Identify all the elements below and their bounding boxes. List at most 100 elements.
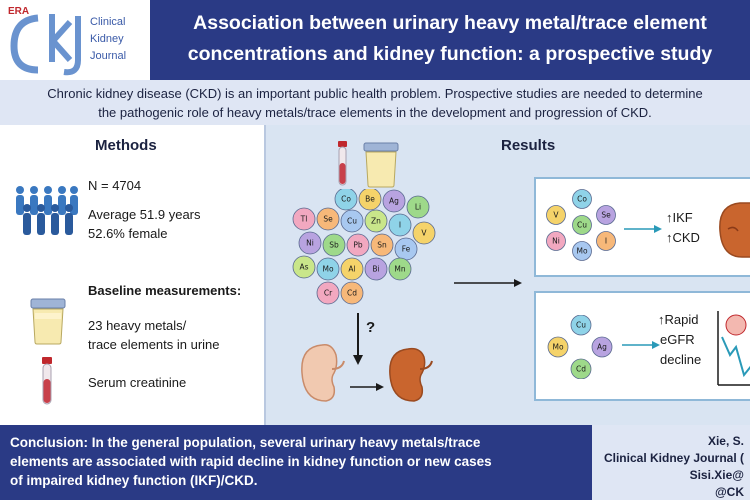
element-sn-circle: Sn — [370, 233, 394, 257]
ckj-logo-icon — [10, 14, 81, 76]
element-sb-circle: Sb — [322, 233, 346, 257]
box1-arrow-icon — [624, 225, 662, 233]
damaged-kidney-icon — [719, 202, 750, 258]
header-banner: ERA Clinical Kidney Journal Association … — [0, 0, 750, 80]
element-symbol: Tl — [300, 215, 308, 224]
era-badge: ERA — [8, 6, 30, 17]
element-symbol: Ag — [389, 197, 399, 206]
element-as-circle: As — [292, 255, 316, 279]
box1-ikf: ↑IKF — [666, 210, 693, 225]
element-symbol: Mo — [322, 265, 333, 274]
element-ni-circle: Ni — [298, 231, 322, 255]
samples-icon — [338, 141, 399, 188]
logo-journal-name: Clinical Kidney Journal — [90, 16, 127, 62]
element-symbol: Cd — [347, 289, 357, 298]
element-i-circle: I — [596, 231, 616, 251]
element-al-circle: Al — [340, 257, 364, 281]
element-symbol: Mo — [576, 247, 587, 256]
results-title: Results — [501, 137, 556, 154]
element-symbol: Cu — [577, 221, 587, 230]
element-symbol: Mo — [552, 343, 563, 352]
element-symbol: Li — [415, 203, 421, 212]
element-symbol: V — [553, 211, 559, 220]
box2-egfr: eGFR — [660, 332, 695, 347]
element-symbol: Sb — [329, 241, 339, 250]
people-group-icon — [16, 186, 78, 235]
element-symbol: Pb — [353, 241, 363, 250]
element-symbol: Cr — [324, 289, 333, 298]
element-pb-circle: Pb — [346, 233, 370, 257]
female-percent: 52.6% female — [88, 226, 168, 241]
serum-creatinine: Serum creatinine — [88, 375, 187, 390]
element-be-circle: Be — [358, 189, 382, 211]
intro-statement: Chronic kidney disease (CKD) is an impor… — [0, 80, 750, 125]
element-bi-circle: Bi — [364, 257, 388, 281]
element-fe-circle: Fe — [394, 237, 418, 261]
element-cu-circle: Cu — [340, 209, 364, 233]
box2-arrow-icon — [622, 341, 660, 349]
element-zn-circle: Zn — [364, 209, 388, 233]
element-cd-circle: Cd — [570, 358, 592, 379]
element-co-circle: Co — [334, 189, 358, 211]
blood-tube-icon — [42, 357, 52, 405]
element-cd-circle: Cd — [340, 281, 364, 305]
element-cu-circle: Cu — [572, 215, 592, 235]
element-symbol: Cd — [576, 365, 586, 374]
element-symbol: Bi — [372, 265, 379, 274]
kidney-progression-icon — [301, 343, 433, 402]
element-mo-circle: Mo — [572, 241, 592, 261]
element-ag-circle: Ag — [382, 189, 406, 213]
element-li-circle: Li — [406, 195, 430, 219]
element-symbol: Ni — [552, 237, 560, 246]
element-symbol: Se — [323, 215, 333, 224]
element-symbol: I — [605, 237, 607, 246]
question-mark: ? — [366, 319, 376, 336]
box2-rapid: ↑Rapid — [658, 312, 699, 327]
conclusion-banner: Conclusion: In the general population, s… — [0, 425, 592, 500]
element-symbol: As — [299, 263, 308, 272]
element-mn-circle: Mn — [388, 257, 412, 281]
right-arrow-icon — [454, 279, 522, 287]
down-arrow-icon — [353, 313, 363, 365]
element-se-circle: Se — [596, 205, 616, 225]
element-mo-circle: Mo — [547, 336, 569, 358]
element-symbol: Sn — [377, 241, 387, 250]
element-symbol: Ni — [306, 239, 314, 248]
element-tl-circle: Tl — [292, 207, 316, 231]
element-co-circle: Co — [572, 189, 592, 209]
element-ni-circle: Ni — [546, 231, 566, 251]
element-cu-circle: Cu — [570, 315, 592, 336]
element-se-circle: Se — [316, 207, 340, 231]
element-mo-circle: Mo — [316, 257, 340, 281]
egfr-decline-chart-icon — [717, 311, 750, 386]
element-symbol: I — [399, 221, 401, 230]
box1-ckd: ↑CKD — [666, 230, 700, 245]
element-cr-circle: Cr — [316, 281, 340, 305]
sample-size: N = 4704 — [88, 178, 142, 193]
element-symbol: Se — [601, 211, 611, 220]
urine-measurement-line2: trace elements in urine — [88, 337, 220, 352]
journal-logo: ERA Clinical Kidney Journal — [0, 0, 150, 80]
element-symbol: Mn — [394, 265, 405, 274]
element-symbol: Fe — [402, 245, 411, 254]
element-symbol: Cu — [347, 217, 357, 226]
element-symbol: V — [421, 229, 427, 238]
element-symbol: Co — [341, 195, 351, 204]
element-symbol: Cu — [576, 321, 586, 330]
element-symbol: Be — [365, 195, 375, 204]
element-v-circle: V — [546, 205, 566, 225]
element-symbol: Co — [577, 195, 587, 204]
box2-decline: decline — [660, 352, 702, 367]
element-symbol: Zn — [371, 217, 381, 226]
element-symbol: Ag — [597, 343, 607, 352]
methods-title: Methods — [95, 137, 157, 154]
citation-block: Xie, S. Clinical Kidney Journal ( Sisi.X… — [592, 425, 750, 500]
element-ag-circle: Ag — [591, 336, 613, 358]
element-v-circle: V — [412, 221, 436, 245]
